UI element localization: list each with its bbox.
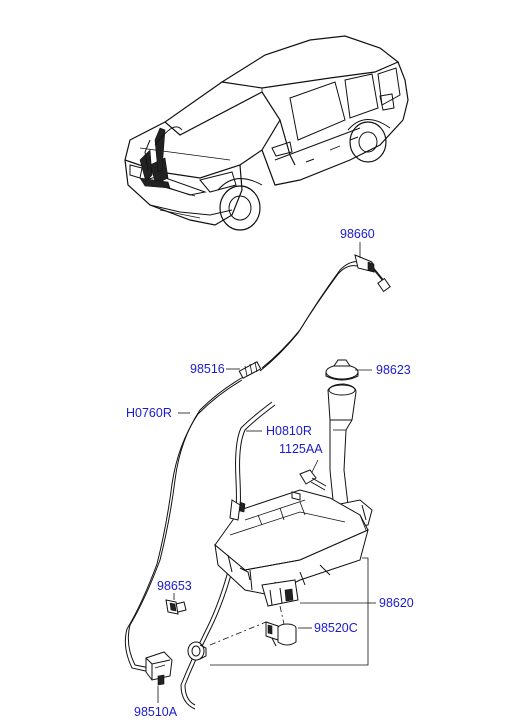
label-98653[interactable]: 98653 (157, 579, 192, 593)
vehicle-illustration (124, 35, 409, 231)
label-98520C[interactable]: 98520C (314, 621, 358, 635)
hose-clip (165, 599, 187, 615)
label-98660[interactable]: 98660 (340, 227, 375, 241)
label-H0810R[interactable]: H0810R (266, 424, 312, 438)
label-98510A[interactable]: 98510A (134, 705, 178, 719)
pump-grommet (187, 641, 207, 661)
washer-nozzle (354, 254, 391, 293)
washer-pump (265, 621, 297, 647)
label-98623[interactable]: 98623 (376, 363, 411, 377)
check-valve (145, 651, 173, 686)
mounting-bolt (299, 469, 327, 491)
label-1125AA[interactable]: 1125AA (279, 442, 323, 456)
hose-connector (238, 361, 262, 379)
label-H0760R[interactable]: H0760R (126, 406, 172, 420)
label-98620[interactable]: 98620 (379, 596, 414, 610)
washer-reservoir (214, 489, 369, 607)
label-98516[interactable]: 98516 (190, 362, 225, 376)
part-labels: 98660 98516 98623 H0760R H0810R 1125AA 9… (126, 227, 414, 719)
leader-lines (157, 242, 376, 703)
